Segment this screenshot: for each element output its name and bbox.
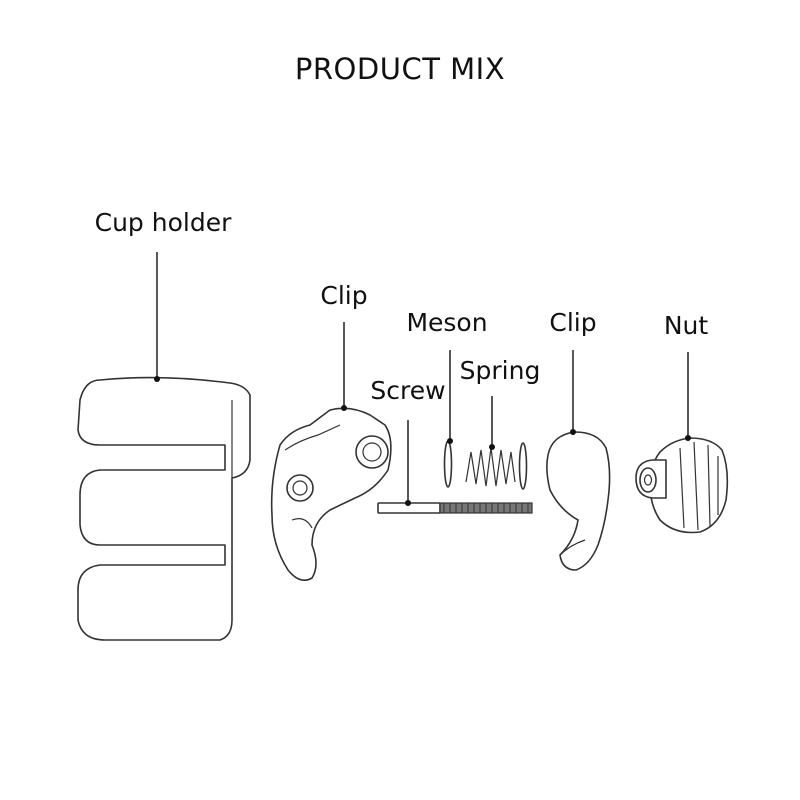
nut-part [635,437,729,534]
label-nut: Nut [663,311,709,340]
screw-part [377,502,533,514]
label-cup-holder: Cup holder [94,208,232,237]
meson-washers [443,440,528,490]
clip-right-part [546,431,611,571]
clip-left-part [270,407,392,581]
label-spring: Spring [459,356,541,385]
spring-part [465,447,516,487]
cup-holder-part [77,376,251,641]
label-screw: Screw [370,376,446,405]
label-meson: Meson [406,308,488,337]
diagram-title: PRODUCT MIX [294,52,506,86]
leader-lines [154,252,691,506]
label-clip-right: Clip [549,308,597,337]
label-clip-left: Clip [320,281,368,310]
